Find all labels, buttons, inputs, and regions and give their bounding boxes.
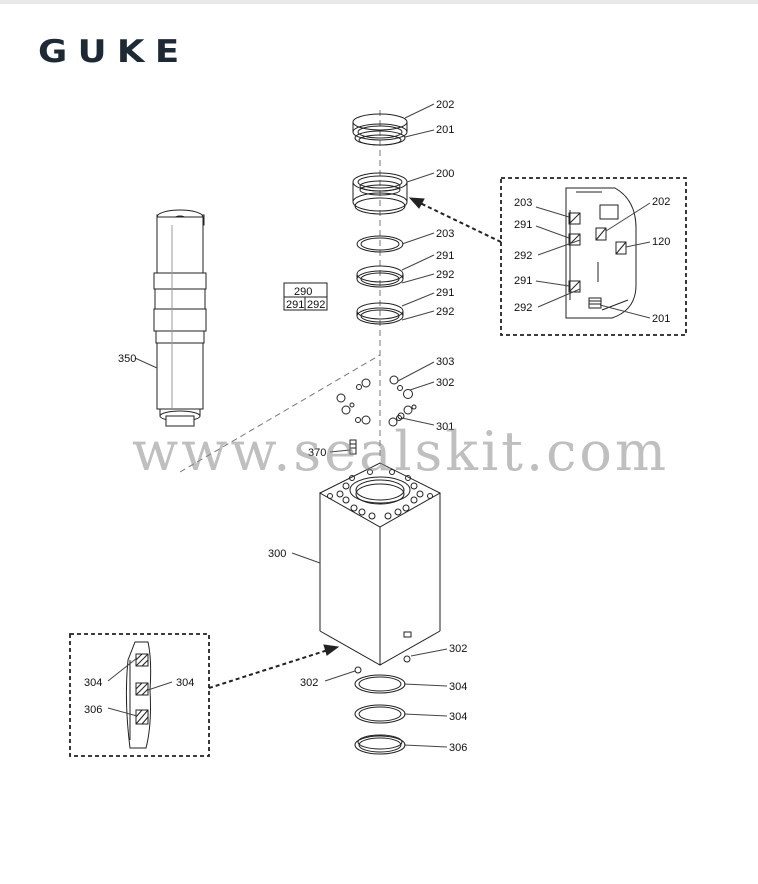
guke-logo: GUKE <box>38 34 190 70</box>
label-300: 300 <box>268 548 286 560</box>
detail-upper-leaders <box>535 202 651 319</box>
detail-label-304-right: 304 <box>176 677 194 689</box>
ring-202 <box>352 113 408 141</box>
detail-label-201: 201 <box>652 313 670 325</box>
label-301: 301 <box>436 421 454 433</box>
detail-label-304-left: 304 <box>84 677 102 689</box>
detail-label-291-a: 291 <box>514 219 532 231</box>
detail-upper-section <box>565 187 637 319</box>
label-304-upper: 304 <box>449 681 467 693</box>
label-202: 202 <box>436 99 454 111</box>
detail-label-306: 306 <box>84 704 102 716</box>
detail-box-upper <box>500 177 687 336</box>
kit-label-292: 292 <box>307 299 325 311</box>
detail-label-291-b: 291 <box>514 275 532 287</box>
seal-304-upper <box>354 674 406 694</box>
label-291-upper: 291 <box>436 250 454 262</box>
o-ring-302-left <box>354 666 362 674</box>
seal-304-lower <box>354 704 406 724</box>
kit-label-290: 290 <box>294 286 312 298</box>
label-306: 306 <box>449 742 467 754</box>
detail-arrow-upper <box>408 197 502 243</box>
label-291-lower: 291 <box>436 287 454 299</box>
detail-label-120: 120 <box>652 236 670 248</box>
label-200: 200 <box>436 168 454 180</box>
o-ring-302-right <box>403 655 411 663</box>
shaft-guide-line <box>179 354 381 473</box>
label-350: 350 <box>118 353 136 365</box>
detail-label-292-a: 292 <box>514 250 532 262</box>
label-302-left: 302 <box>300 677 318 689</box>
detail-label-292-b: 292 <box>514 302 532 314</box>
label-303: 303 <box>436 356 454 368</box>
watermark: www.sealskit.com <box>132 420 669 483</box>
seal-306 <box>354 734 406 755</box>
cylinder-block-300 <box>318 462 442 666</box>
detail-lower-leaders <box>107 657 173 717</box>
top-border <box>0 0 758 4</box>
label-370: 370 <box>308 447 326 459</box>
label-203: 203 <box>436 228 454 240</box>
leader-lines <box>134 103 448 748</box>
detail-box-lower <box>69 633 210 757</box>
seal-291-292-upper <box>356 265 404 288</box>
label-302-right: 302 <box>449 643 467 655</box>
o-rings-301-302-303 <box>336 375 417 427</box>
plug-370 <box>349 439 357 455</box>
detail-lower-section <box>125 641 152 749</box>
bushing-200 <box>352 172 408 215</box>
kit-box-290 <box>283 282 328 311</box>
detail-arrow-lower <box>208 644 340 689</box>
ring-201 <box>354 130 406 146</box>
label-201: 201 <box>436 124 454 136</box>
label-292-lower: 292 <box>436 306 454 318</box>
detail-label-202: 202 <box>652 196 670 208</box>
label-304-lower: 304 <box>449 711 467 723</box>
seal-291-292-lower <box>356 302 404 325</box>
detail-label-203: 203 <box>514 197 532 209</box>
kit-label-291: 291 <box>286 299 304 311</box>
label-302-top: 302 <box>436 377 454 389</box>
label-292-upper: 292 <box>436 269 454 281</box>
shaft-350 <box>153 209 207 427</box>
